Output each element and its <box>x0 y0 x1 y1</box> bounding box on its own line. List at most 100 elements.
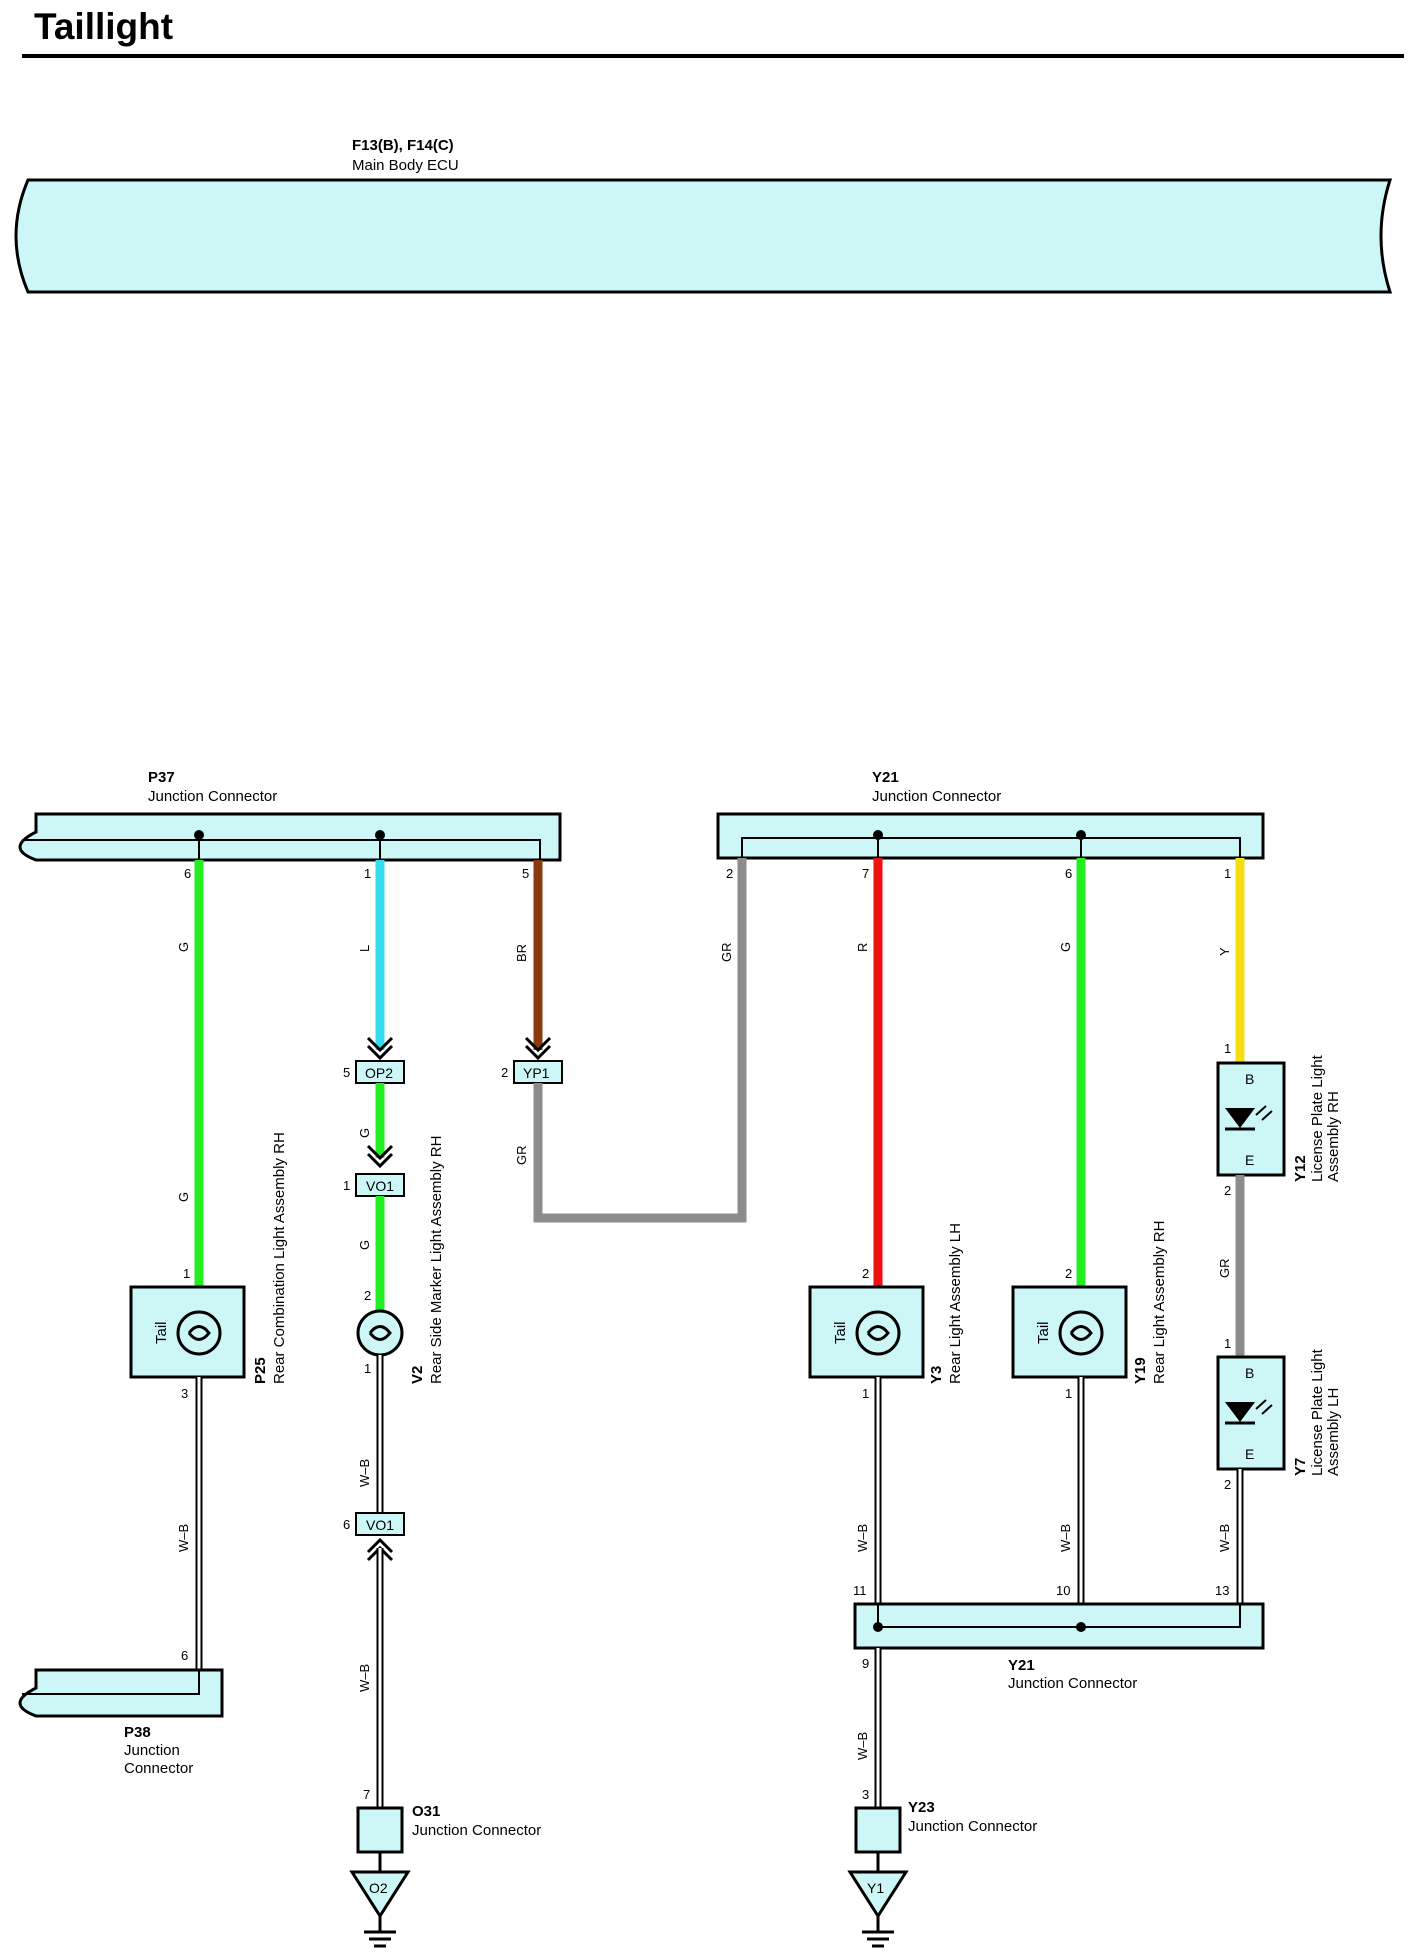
y21-pin-9: 9 <box>862 1656 869 1671</box>
wire-code-gr: GR <box>514 1146 529 1166</box>
y21-bottom-junction-dot <box>873 1622 883 1632</box>
vo1-label: VO1 <box>366 1178 394 1194</box>
page-title: Taillight <box>34 6 174 47</box>
y21-bottom-bus-line <box>877 1604 1241 1628</box>
y23-name: Junction Connector <box>908 1818 1037 1835</box>
wire-code-g: G <box>176 1192 191 1202</box>
p25-ref: P25 <box>252 1357 269 1384</box>
p37-tap <box>198 835 381 860</box>
p37-name: Junction Connector <box>148 788 277 805</box>
v2-name: Rear Side Marker Light Assembly RH <box>428 1136 445 1384</box>
v2-ref: V2 <box>409 1366 426 1384</box>
wire-code-wb: W–B <box>176 1524 191 1552</box>
op2-label: OP2 <box>365 1065 393 1081</box>
y12-ref: Y12 <box>1292 1155 1309 1182</box>
p25-name: Rear Combination Light Assembly RH <box>271 1132 288 1384</box>
y23-connector <box>854 1806 902 1854</box>
y7-term-e: E <box>1245 1446 1254 1462</box>
yp1-label: YP1 <box>523 1065 550 1081</box>
y3-filament-icon <box>866 1325 890 1341</box>
wire-code-gr: GR <box>1217 1259 1232 1279</box>
p38-name-1: Junction <box>124 1742 180 1759</box>
y19-pin-1: 1 <box>1065 1386 1072 1401</box>
y21-bottom-name: Junction Connector <box>1008 1675 1137 1692</box>
y7-name-2: Assembly LH <box>1325 1388 1342 1476</box>
y21-pin-13: 13 <box>1215 1583 1229 1598</box>
y12-name-2: Assembly RH <box>1325 1091 1342 1182</box>
p37-pin-6: 6 <box>184 866 191 881</box>
y12-lamp-box <box>1216 1061 1286 1177</box>
y1-label: Y1 <box>867 1880 884 1896</box>
yp1-male-icon <box>524 1036 552 1061</box>
ecu-ref: F13(B), F14(C) <box>352 137 454 154</box>
vo1-b-label: VO1 <box>366 1517 394 1533</box>
o31-ref: O31 <box>412 1803 440 1820</box>
y19-name: Rear Light Assembly RH <box>1151 1221 1168 1384</box>
op2-male-icon <box>366 1036 394 1061</box>
y21-bottom-ref: Y21 <box>1008 1657 1035 1674</box>
y3-pin-2: 2 <box>862 1266 869 1281</box>
wire-gr-loop <box>533 858 747 1223</box>
y1-ground-icon <box>862 1916 894 1948</box>
yp1-pin: 2 <box>501 1065 508 1080</box>
p25-filament-icon <box>187 1325 211 1341</box>
wire-code-l: L <box>357 945 372 952</box>
p25-pin-1: 1 <box>183 1266 190 1281</box>
vo1-b-pin: 6 <box>343 1517 350 1532</box>
wire-code-g: G <box>176 942 191 952</box>
y12-led-icon <box>1225 1108 1255 1128</box>
vo1-inline-connector-b <box>355 1512 405 1536</box>
y7-pin-1: 1 <box>1224 1336 1231 1351</box>
y21-top-ref: Y21 <box>872 769 899 786</box>
wire-code-wb: W–B <box>855 1524 870 1552</box>
y12-name-1: License Plate Light <box>1309 1054 1326 1182</box>
p25-lamp-box <box>129 1285 246 1379</box>
wire-code-wb: W–B <box>357 1664 372 1692</box>
p37-pin-5: 5 <box>522 866 529 881</box>
o2-label: O2 <box>369 1880 388 1896</box>
y3-name: Rear Light Assembly LH <box>947 1223 964 1384</box>
v2-pin-1: 1 <box>364 1361 371 1376</box>
y12-pin-1: 1 <box>1224 1041 1231 1056</box>
y3-lamp-label: Tail <box>832 1321 849 1344</box>
wire-code-wb: W–B <box>357 1459 372 1487</box>
v2-pin-2: 2 <box>364 1288 371 1303</box>
y21-pin-11: 11 <box>853 1583 867 1598</box>
p25-lamp-label: Tail <box>153 1321 170 1344</box>
p37-pin-1: 1 <box>364 866 371 881</box>
y3-pin-1: 1 <box>862 1386 869 1401</box>
p25-bulb-icon <box>176 1310 222 1356</box>
wire-code-y: Y <box>1217 947 1232 956</box>
p38-name-2: Connector <box>124 1760 193 1777</box>
y7-term-b: B <box>1245 1365 1254 1381</box>
y12-pin-2: 2 <box>1224 1183 1231 1198</box>
op2-pin: 5 <box>343 1065 350 1080</box>
y21-bottom-junction-dot <box>1076 1622 1086 1632</box>
y21-top-connector <box>716 812 1265 860</box>
wire-code-wb: W–B <box>855 1732 870 1760</box>
y12-term-b: B <box>1245 1071 1254 1087</box>
ecu-bar <box>14 178 1393 294</box>
o2-ground-icon <box>364 1916 396 1948</box>
y19-bulb-icon <box>1058 1310 1104 1356</box>
wire-code-g: G <box>1058 942 1073 952</box>
y7-name-1: License Plate Light <box>1309 1348 1326 1476</box>
y1-ground-point <box>847 1870 909 1919</box>
wire-code-wb: W–B <box>1217 1524 1232 1552</box>
wire-code-wb: W–B <box>1058 1524 1073 1552</box>
vo1-pin: 1 <box>343 1178 350 1193</box>
title-rule <box>22 54 1404 58</box>
y12-term-e: E <box>1245 1152 1254 1168</box>
o31-pin-7: 7 <box>363 1787 370 1802</box>
v2-bulb-icon <box>356 1309 404 1357</box>
vo1-male-icon <box>366 1144 394 1169</box>
y3-ref: Y3 <box>928 1366 945 1384</box>
y21-top-bus-line <box>741 837 1241 858</box>
y23-ref: Y23 <box>908 1799 935 1816</box>
wire-code-g: G <box>357 1240 372 1250</box>
o31-connector <box>356 1806 404 1854</box>
p25-pin-3: 3 <box>181 1386 188 1401</box>
wire-code-g: G <box>357 1128 372 1138</box>
